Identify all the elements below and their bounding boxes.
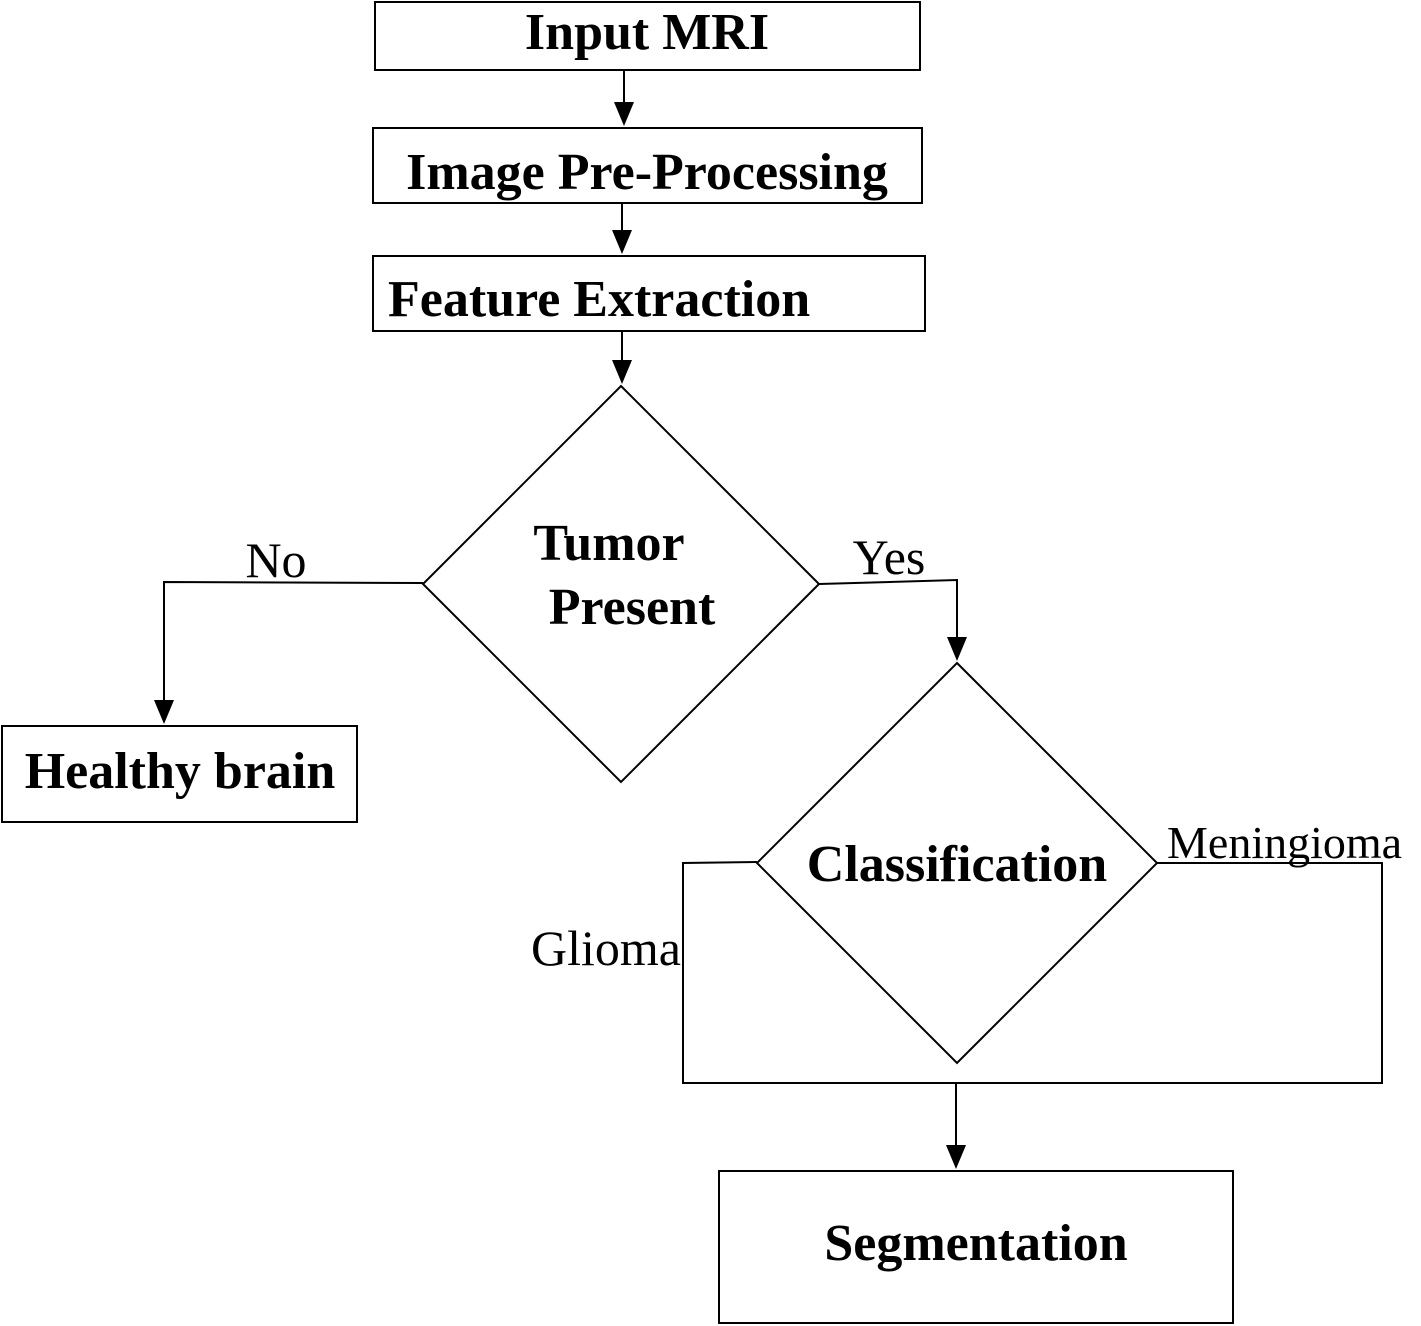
preprocessing-label: Image Pre-Processing	[406, 144, 888, 201]
glioma-edge-label: Glioma	[531, 920, 681, 976]
glioma-branch-connector	[682, 861, 956, 1084]
meningioma-branch-connector	[956, 862, 1383, 1084]
arrowhead-features	[612, 230, 632, 254]
yes-branch-connector	[818, 578, 958, 641]
arrowhead-segmentation	[946, 1145, 966, 1169]
input-mri-label: Input MRI	[525, 4, 769, 61]
tumor-present-label-line2: Present	[549, 579, 716, 636]
no-edge-label: No	[245, 532, 306, 588]
arrowhead-healthy-brain	[154, 700, 174, 724]
preprocessing-box	[372, 127, 923, 204]
arrowhead-decision	[612, 360, 632, 384]
classification-decision	[755, 661, 1159, 1065]
yes-edge-label: Yes	[853, 529, 926, 585]
feature-extraction-box	[372, 255, 926, 332]
meningioma-edge-label: Meningioma	[1167, 817, 1402, 868]
arrowhead-preprocessing	[614, 102, 634, 126]
segmentation-box	[718, 1170, 1234, 1324]
tumor-present-decision	[421, 384, 821, 784]
arrowhead-classification	[947, 637, 967, 661]
healthy-brain-label: Healthy brain	[25, 743, 336, 800]
feature-extraction-label: Feature Extraction	[388, 271, 810, 328]
classification-label: Classification	[807, 836, 1108, 893]
tumor-present-label-line1: Tumor	[533, 515, 684, 572]
no-branch-connector	[163, 580, 424, 704]
segmentation-label: Segmentation	[824, 1215, 1127, 1272]
input-mri-box	[374, 1, 921, 71]
healthy-brain-box	[1, 725, 358, 823]
